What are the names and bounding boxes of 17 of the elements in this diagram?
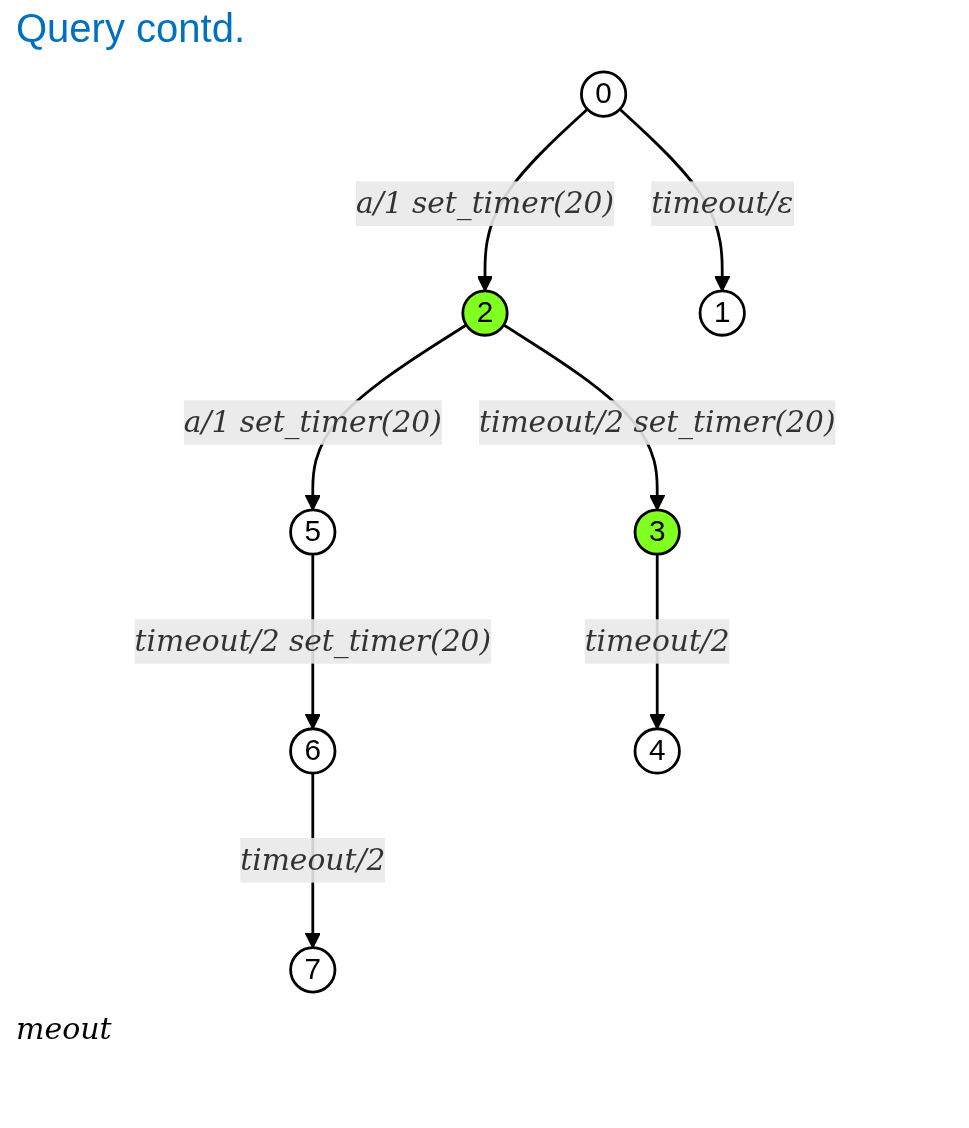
node-circle: 1 <box>698 289 746 337</box>
node-circle: 3 <box>633 508 681 556</box>
node-circle: 7 <box>288 946 336 994</box>
edge-label: timeout/ε <box>650 185 793 221</box>
edge-label: timeout/2 <box>584 622 730 659</box>
node-circle: 2 <box>460 289 509 337</box>
edge-label: timeout/2 set_timer(20) <box>478 403 835 440</box>
node-circle: 6 <box>288 727 336 775</box>
node-circle: 0 <box>579 70 627 118</box>
edge-label: timeout/2 <box>239 841 385 878</box>
node-circle: 5 <box>288 508 336 556</box>
edge-label: timeout/2 set_timer(20) <box>134 622 491 659</box>
cut-off-text: meout <box>16 1011 112 1046</box>
node-circle: 4 <box>633 727 681 775</box>
edge-label: a/1 set_timer(20) <box>355 185 614 221</box>
edge-label: a/1 set_timer(20) <box>183 403 442 440</box>
slide-title: Query contd. <box>16 6 246 51</box>
